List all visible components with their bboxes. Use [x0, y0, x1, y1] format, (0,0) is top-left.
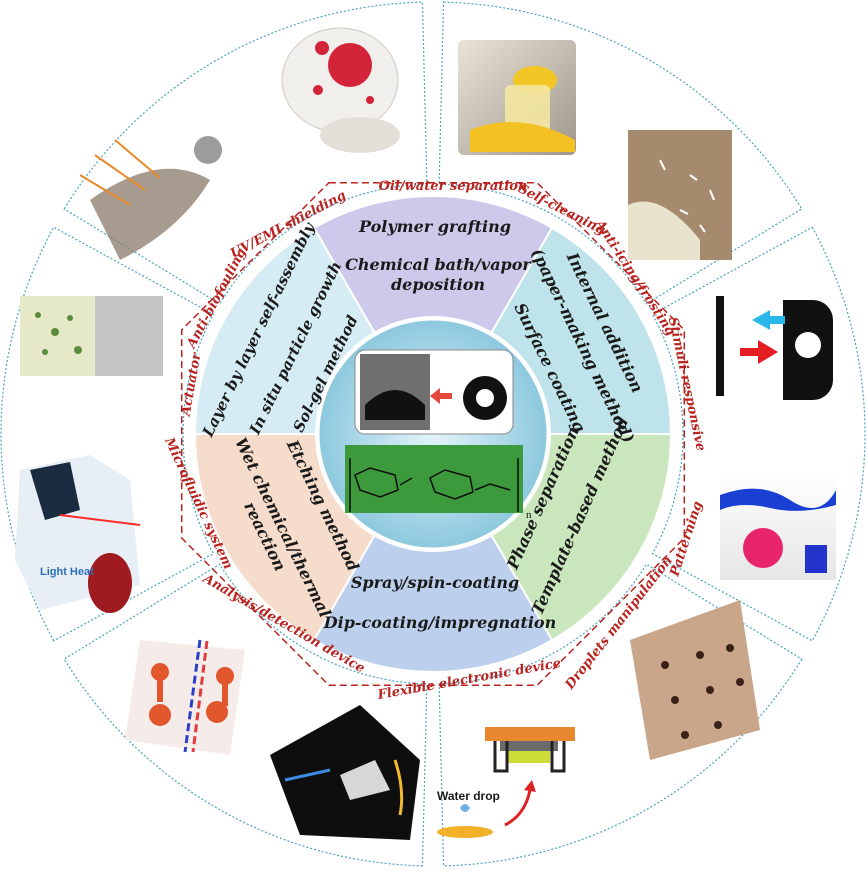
photo-self-cleaning-surface	[628, 130, 732, 260]
photo-uv-shielding	[79, 136, 222, 260]
applications-octagon	[180, 181, 686, 687]
droplet-silhouette-left	[365, 390, 425, 420]
method-sectors	[193, 195, 673, 673]
photo-droplet-arrows	[716, 296, 836, 400]
method-label: Polymer grafting	[358, 217, 511, 236]
droplet-highlight	[476, 389, 494, 407]
method-sector	[312, 195, 554, 335]
method-label: Spray/spin-coating	[351, 573, 519, 592]
photo-droplet-array	[630, 600, 760, 760]
photo-light-heat-actuator: Light Heat	[15, 455, 141, 613]
method-sector	[490, 226, 673, 435]
method-label: Dip-coating/impregnation	[323, 613, 556, 632]
application-label: Oil/water separation	[379, 179, 528, 194]
photo-microfluidic-channels	[125, 639, 245, 755]
water-drop-label: Water drop	[437, 789, 500, 803]
right-arrow-icon	[430, 388, 452, 404]
photo-patterning	[720, 470, 836, 580]
method-sector	[193, 226, 376, 435]
cellulose-structure-icon	[349, 458, 519, 512]
photo-oil-jar	[458, 40, 576, 155]
method-sector	[312, 533, 554, 673]
center-hub: n	[316, 317, 550, 551]
photo-panels: Water drop Light Heat	[15, 27, 836, 840]
polymer-subscript: n	[526, 509, 532, 521]
light-heat-label: Light Heat	[40, 566, 94, 578]
cellulose-structure-panel	[345, 445, 523, 513]
photo-anti-biofouling	[20, 296, 163, 376]
photo-analysis-device	[270, 705, 420, 840]
photo-red-drops	[281, 27, 400, 153]
photo-water-drop-device: Water drop	[437, 727, 575, 838]
method-sector	[490, 433, 673, 642]
method-sector	[193, 433, 376, 642]
